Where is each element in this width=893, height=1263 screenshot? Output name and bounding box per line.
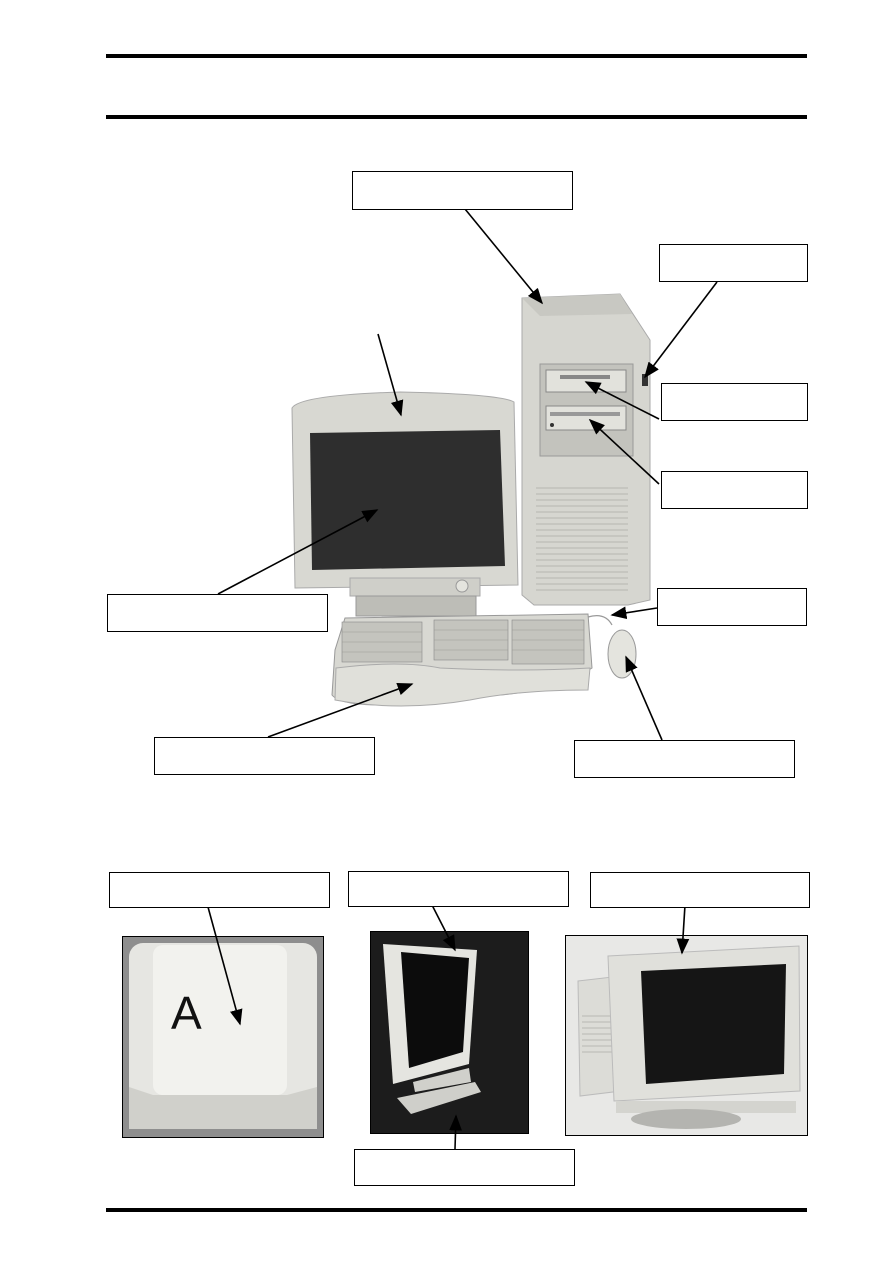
label-keyboard[interactable] [154,737,375,775]
footer-text [106,1216,807,1246]
label-monitor-stand[interactable] [354,1149,575,1186]
system-unit-image [521,293,651,606]
flat-monitor-photo [370,931,529,1134]
label-screen[interactable] [107,594,328,632]
label-key[interactable] [109,872,330,908]
label-crt-monitor[interactable] [590,872,810,908]
footer-rule [106,1208,807,1212]
label-mouse[interactable] [574,740,795,778]
callout-arrows [217,208,718,741]
mouse-image [587,615,637,679]
keyboard-image [331,613,593,707]
key-glyph: A [171,987,202,1039]
header-bottom-rule [106,115,807,119]
label-cd-drive[interactable] [661,471,808,509]
crt-monitor-photo [565,935,808,1136]
label-power-button[interactable] [659,244,808,282]
label-floppy-drive[interactable] [661,383,808,421]
header-top-rule [106,54,807,58]
key-photo: A [122,936,324,1138]
label-flat-monitor[interactable] [348,871,569,907]
crt-monitor-image [291,391,519,617]
label-cable[interactable] [657,588,807,626]
label-system-unit[interactable] [352,171,573,210]
